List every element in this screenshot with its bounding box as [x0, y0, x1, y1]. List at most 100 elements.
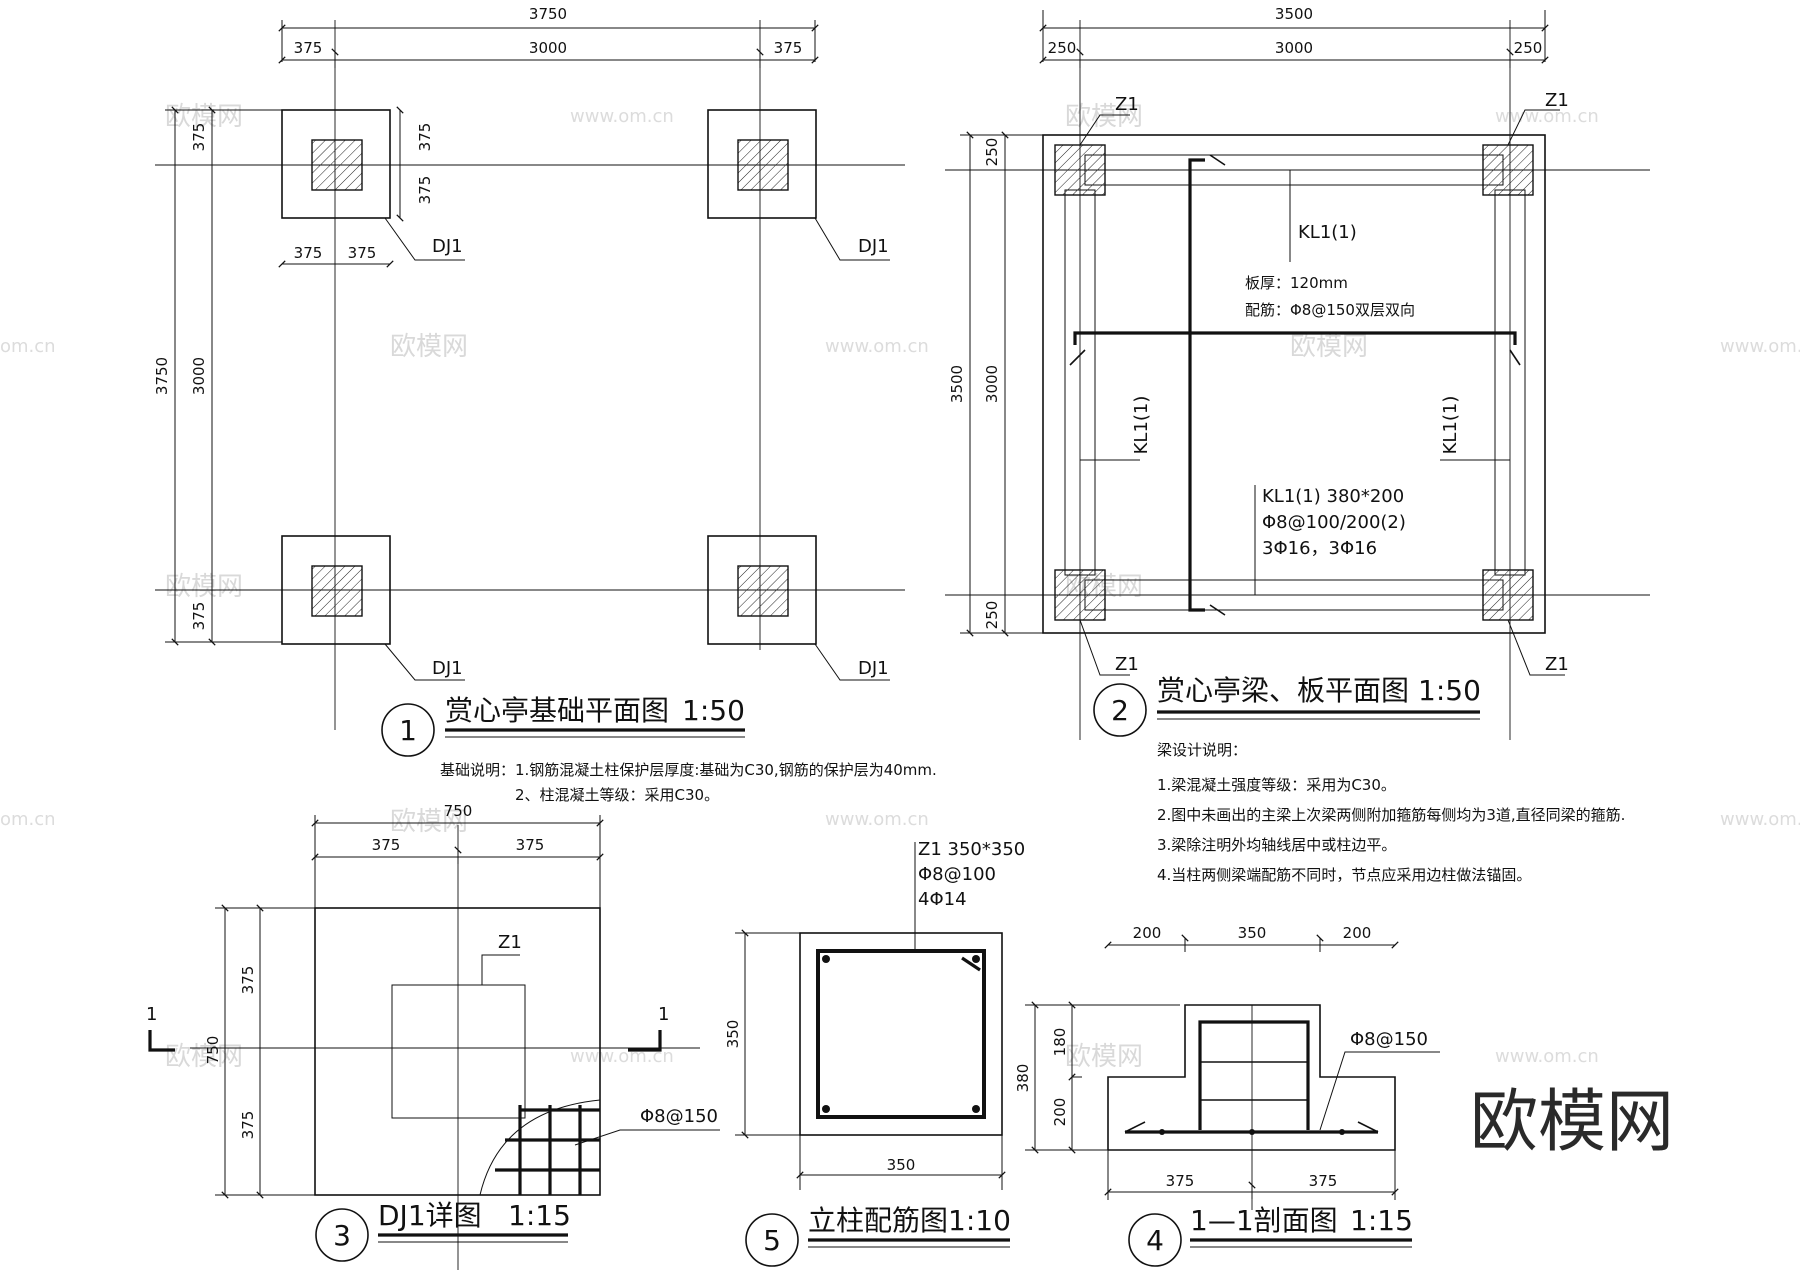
beam-label: KL1(1)	[1131, 396, 1152, 455]
dim-top-b: 350	[1238, 924, 1267, 942]
foundation-note-1: 基础说明：1.钢筋混凝土柱保护层厚度:基础为C30,钢筋的保护层为40mm.	[440, 761, 937, 779]
beam-spec-2: Φ8@100/200(2)	[1262, 512, 1406, 533]
dim-top-total: 3500	[1275, 5, 1313, 23]
dim-bot-b: 375	[1309, 1172, 1338, 1190]
dim-top-b: 3000	[529, 39, 567, 57]
drawing-title: 1—1剖面图	[1190, 1204, 1338, 1237]
watermark-url: www.om.cn	[825, 809, 929, 830]
footing-dj1-top-left	[281, 109, 391, 219]
dim-left-a: 250	[983, 138, 1001, 167]
drawing-scale: 1:15	[1350, 1204, 1413, 1237]
watermark-brand: 欧模网	[165, 572, 243, 602]
drawing-title: 立柱配筋图	[808, 1204, 948, 1237]
footing-label: DJ1	[432, 658, 463, 679]
footing-label: DJ1	[858, 236, 889, 257]
beam-notes-heading: 梁设计说明：	[1157, 741, 1247, 759]
drawing-scale: 1:50	[1418, 674, 1481, 707]
column-rebar-detail: Z1 350*350 Φ8@100 4Φ14 350 350 5 立柱配筋图 1…	[724, 839, 1025, 1267]
rebar-label: Φ8@150	[1350, 1029, 1428, 1050]
watermark-brand: 欧模网	[165, 1042, 243, 1072]
beam-label: KL1(1)	[1298, 222, 1357, 243]
watermark-brand: 欧模网	[1065, 102, 1143, 132]
column-section-outline	[799, 932, 1003, 1136]
watermark-layer: 欧模网 www.om.cn 欧模网 www.om.cn om.cn 欧模网 ww…	[0, 102, 1800, 1162]
rebar-bar	[822, 955, 830, 963]
dim-left-total: 380	[1014, 1064, 1032, 1093]
column-spec-2: Φ8@100	[918, 864, 996, 885]
watermark-url: www.om.cn	[1495, 106, 1599, 127]
column-outline	[391, 984, 526, 1119]
section-1-1-detail: 200 350 200 380 180 200 Φ8@150 375 375	[1014, 924, 1440, 1267]
dim-top-c: 200	[1343, 924, 1372, 942]
dim-left-total: 3750	[153, 357, 171, 395]
column-stirrup	[816, 949, 986, 1119]
drawing-number: 3	[333, 1219, 351, 1252]
rebar-bar	[972, 1105, 980, 1113]
footing-dj1-bottom-left	[281, 535, 391, 645]
footing-dj1-bottom-right	[707, 535, 817, 645]
beam-note-2: 2.图中未画出的主梁上次梁两侧附加箍筋每侧均为3道,直径同梁的箍筋.	[1157, 806, 1625, 824]
slab-rebar-horizontal	[1073, 331, 1517, 345]
foundation-plan: 3750 375 3000 375 3750 3000 375 375 375 …	[153, 5, 937, 804]
drawing-number-circle	[1093, 683, 1147, 737]
drawing-number-circle	[381, 703, 435, 757]
dim-b: 375	[516, 836, 545, 854]
slab-rebar: 配筋：Φ8@150双层双向	[1245, 301, 1415, 319]
rebar-bar	[972, 955, 980, 963]
dim-left-a: 375	[190, 123, 208, 152]
watermark-url: www.om.cn	[825, 336, 929, 357]
column-label: Z1	[1545, 654, 1569, 675]
dim-top-c: 250	[1514, 39, 1543, 57]
watermark-brand-large: 欧模网	[1470, 1083, 1674, 1162]
beam-slab-plan: 3500 250 3000 250 3500 3000 250 250	[945, 5, 1650, 884]
drawing-number: 1	[399, 714, 417, 747]
beam-note-4: 4.当柱两侧梁端配筋不同时，节点应采用边柱做法锚固。	[1157, 866, 1531, 884]
dim-pad-h1: 375	[294, 244, 323, 262]
dim-pad-v1: 375	[416, 123, 434, 152]
dim-top-a: 375	[294, 39, 323, 57]
drawing-number: 5	[763, 1224, 781, 1257]
drawing-scale: 1:15	[508, 1199, 571, 1232]
slab-rebar-vertical	[1188, 158, 1205, 612]
column-label: Z1	[498, 932, 522, 953]
footing-label: DJ1	[858, 658, 889, 679]
column-spec-3: 4Φ14	[918, 889, 967, 910]
dim-horizontal: 350	[887, 1156, 916, 1174]
drawing-title: 赏心亭梁、板平面图	[1157, 674, 1409, 707]
drawing-number-circle	[745, 1213, 799, 1267]
watermark-brand: 欧模网	[1065, 1042, 1143, 1072]
column-z1	[1482, 144, 1534, 196]
drawing-number-circle	[315, 1208, 369, 1262]
drawing-number: 2	[1111, 694, 1129, 727]
watermark-url: om.cn	[0, 809, 56, 830]
beam-note-3: 3.梁除注明外均轴线居中或柱边平。	[1157, 836, 1396, 854]
drawing-title: DJ1详图	[378, 1199, 482, 1232]
foundation-note-2: 2、柱混凝土等级：采用C30。	[515, 786, 719, 804]
beam-label: KL1(1)	[1440, 396, 1461, 455]
dim-left-a: 180	[1051, 1028, 1069, 1057]
section-mark: 1	[658, 1004, 669, 1025]
rebar-grid	[479, 1099, 601, 1196]
drawing-scale: 1:50	[682, 694, 745, 727]
column-z1	[1054, 569, 1106, 621]
dim-bot-a: 375	[1166, 1172, 1195, 1190]
column-z1	[1054, 144, 1106, 196]
rebar-label: Φ8@150	[640, 1106, 718, 1127]
dim-left-b: 3000	[983, 365, 1001, 403]
dim-top-a: 250	[1048, 39, 1077, 57]
dim-left-b: 3000	[190, 357, 208, 395]
dim-left-b: 375	[239, 1111, 257, 1140]
dim-top-b: 3000	[1275, 39, 1313, 57]
dim-left-c: 375	[190, 602, 208, 631]
dim-total: 750	[444, 802, 473, 820]
slab-thickness: 板厚：120mm	[1245, 274, 1348, 292]
dim-left-total: 3500	[948, 365, 966, 403]
watermark-brand: 欧模网	[390, 332, 468, 362]
footing-dj1-top-right	[707, 109, 817, 219]
dim-top-total: 3750	[529, 5, 567, 23]
drawing-number: 4	[1146, 1224, 1164, 1257]
dim-top-a: 200	[1133, 924, 1162, 942]
beam-spec-1: KL1(1) 380*200	[1262, 486, 1404, 507]
rebar-bar	[822, 1105, 830, 1113]
